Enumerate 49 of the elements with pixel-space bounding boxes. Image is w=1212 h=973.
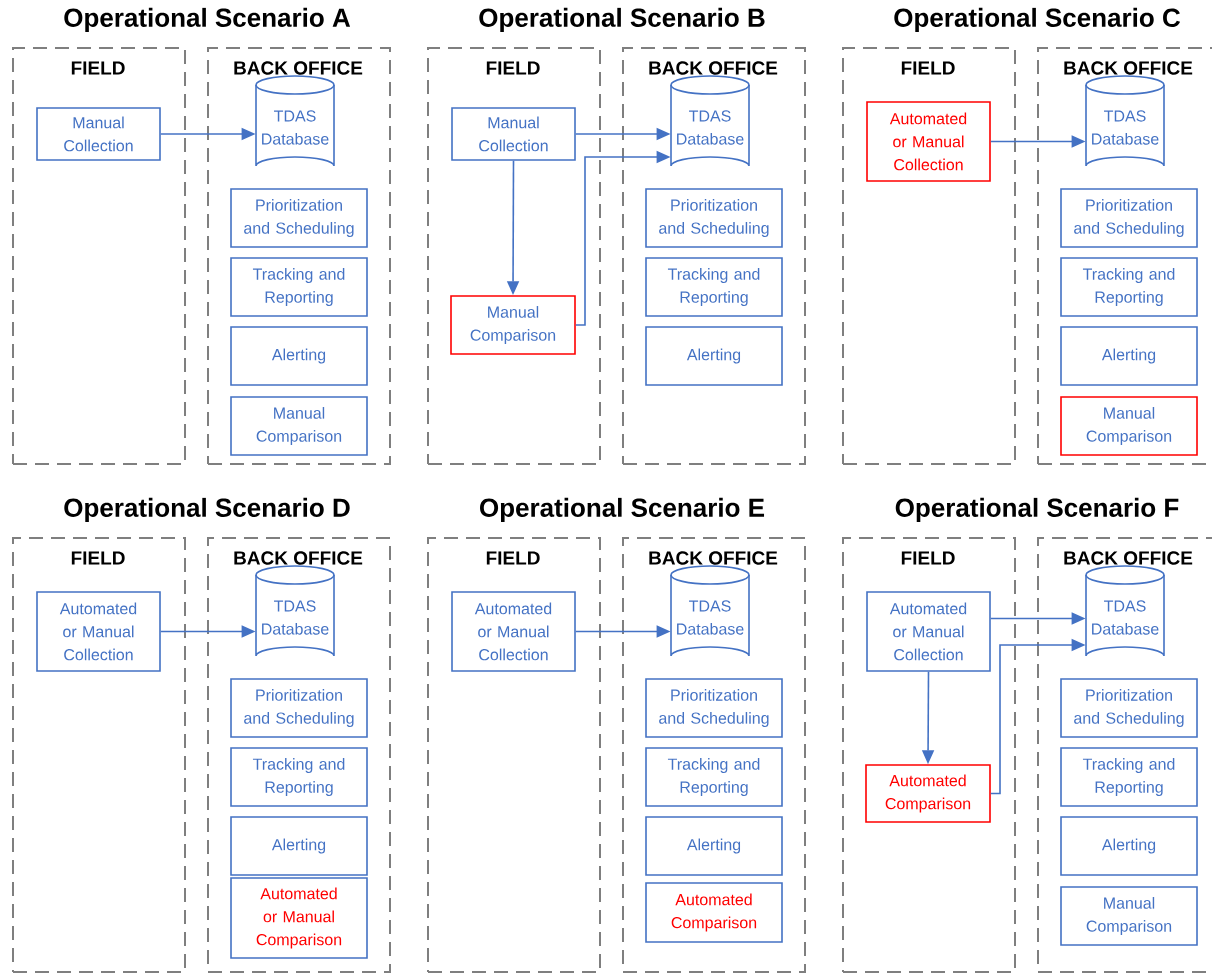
process-box: Alerting xyxy=(230,816,368,876)
node-label: TDAS Database xyxy=(262,110,329,145)
process-box: Manual Collection xyxy=(451,107,576,161)
panel-title: Operational Scenario A xyxy=(64,7,351,33)
process-box: Tracking and Reporting xyxy=(645,747,783,807)
database-cylinder: TDAS Database xyxy=(670,565,750,657)
process-box: Manual Comparison xyxy=(1060,886,1198,946)
panel-title: Operational Scenario D xyxy=(64,497,350,523)
database-cylinder: TDAS Database xyxy=(255,565,335,657)
process-box: Automated or Manual Collection xyxy=(451,591,576,672)
process-box: Alerting xyxy=(1060,326,1198,386)
panel-title: Operational Scenario B xyxy=(479,7,765,33)
node-label: TDAS Database xyxy=(1092,110,1159,145)
panel-title: Operational Scenario F xyxy=(895,497,1179,523)
process-box: Manual Comparison xyxy=(1060,396,1198,456)
process-box: Prioritization and Scheduling xyxy=(645,188,783,248)
process-box: Automated or Manual Collection xyxy=(36,591,161,672)
database-cylinder: TDAS Database xyxy=(1085,565,1165,657)
process-box: Alerting xyxy=(1060,816,1198,876)
process-box: Prioritization and Scheduling xyxy=(645,678,783,738)
process-box: Alerting xyxy=(230,326,368,386)
process-box: Prioritization and Scheduling xyxy=(230,678,368,738)
database-cylinder: TDAS Database xyxy=(670,75,750,167)
process-box: Prioritization and Scheduling xyxy=(1060,188,1198,248)
process-box: Automated Comparison xyxy=(645,882,783,943)
process-box: Alerting xyxy=(645,326,783,386)
node-label: TDAS Database xyxy=(677,600,744,635)
process-box: Automated or Manual Comparison xyxy=(230,877,368,959)
process-box: Manual Comparison xyxy=(450,295,576,355)
process-box: Automated Comparison xyxy=(865,764,991,823)
panel-title: Operational Scenario E xyxy=(480,497,765,523)
database-cylinder: TDAS Database xyxy=(1085,75,1165,167)
node-label: TDAS Database xyxy=(677,110,744,145)
process-box: Tracking and Reporting xyxy=(230,257,368,317)
node-label: TDAS Database xyxy=(262,600,329,635)
process-box: Tracking and Reporting xyxy=(1060,257,1198,317)
process-box: Tracking and Reporting xyxy=(645,257,783,317)
process-box: Prioritization and Scheduling xyxy=(230,188,368,248)
node-label: TDAS Database xyxy=(1092,600,1159,635)
process-box: Manual Collection xyxy=(36,107,161,161)
panel-title: Operational Scenario C xyxy=(894,7,1181,33)
process-box: Automated or Manual Collection xyxy=(866,591,991,672)
process-box: Manual Comparison xyxy=(230,396,368,456)
process-box: Alerting xyxy=(645,816,783,876)
process-box: Tracking and Reporting xyxy=(1060,747,1198,807)
process-box: Tracking and Reporting xyxy=(230,747,368,807)
database-cylinder: TDAS Database xyxy=(255,75,335,167)
process-box: Prioritization and Scheduling xyxy=(1060,678,1198,738)
process-box: Automated or Manual Collection xyxy=(866,101,991,182)
